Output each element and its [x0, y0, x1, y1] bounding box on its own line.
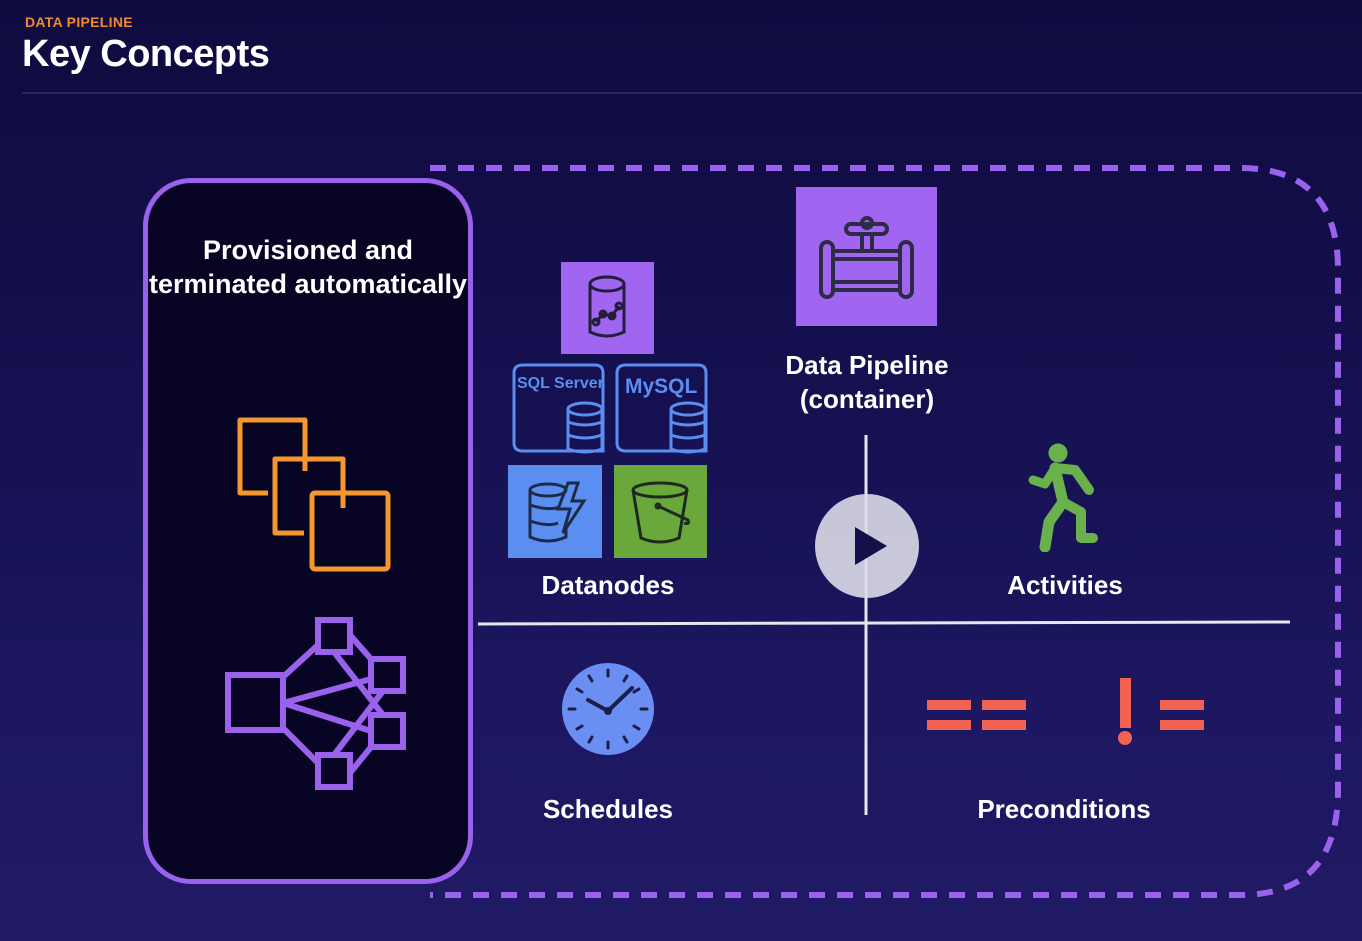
header-divider	[22, 92, 1362, 94]
preconditions-label: Preconditions	[977, 794, 1151, 824]
mysql-database-icon: MySQL	[614, 363, 708, 456]
equals-bar	[982, 700, 1026, 710]
page-title: Key Concepts	[22, 33, 270, 75]
exclamation-dot	[1118, 731, 1132, 745]
equals-bar	[1160, 720, 1204, 730]
panel-text: Provisioned and terminated automatically	[148, 235, 468, 299]
container-label: Data Pipeline (container)	[785, 348, 948, 416]
running-person-icon	[1028, 443, 1098, 552]
equals-bar	[927, 720, 971, 730]
ec2-instances-icon	[237, 417, 391, 572]
s3-bucket-icon	[614, 465, 707, 558]
horizontal-divider	[477, 620, 1291, 626]
database-analytics-icon	[561, 262, 654, 354]
pipeline-valve-icon	[796, 187, 937, 326]
container-label-line1: Data Pipeline	[785, 350, 949, 380]
dynamodb-icon	[508, 465, 602, 558]
datanodes-label: Datanodes	[541, 570, 675, 600]
clock-icon	[562, 663, 654, 755]
svg-text:MySQL: MySQL	[625, 375, 698, 398]
left-panel: Provisioned and terminated automatically	[143, 178, 473, 884]
exclamation-bar	[1120, 678, 1131, 728]
equals-bar	[927, 700, 971, 710]
activities-label: Activities	[1007, 570, 1123, 600]
container-label-line2: (container)	[799, 384, 935, 414]
sql-server-database-icon: SQL Server	[511, 363, 605, 456]
equals-bar	[982, 720, 1026, 730]
section-eyebrow: DATA PIPELINE	[25, 14, 133, 30]
equals-bar	[1160, 700, 1204, 710]
preconditions-symbols-icon	[927, 678, 1204, 745]
schedules-label: Schedules	[542, 794, 674, 824]
emr-cluster-icon	[225, 617, 406, 790]
svg-text:SQL Server: SQL Server	[517, 375, 604, 392]
play-video-button[interactable]	[815, 494, 919, 598]
